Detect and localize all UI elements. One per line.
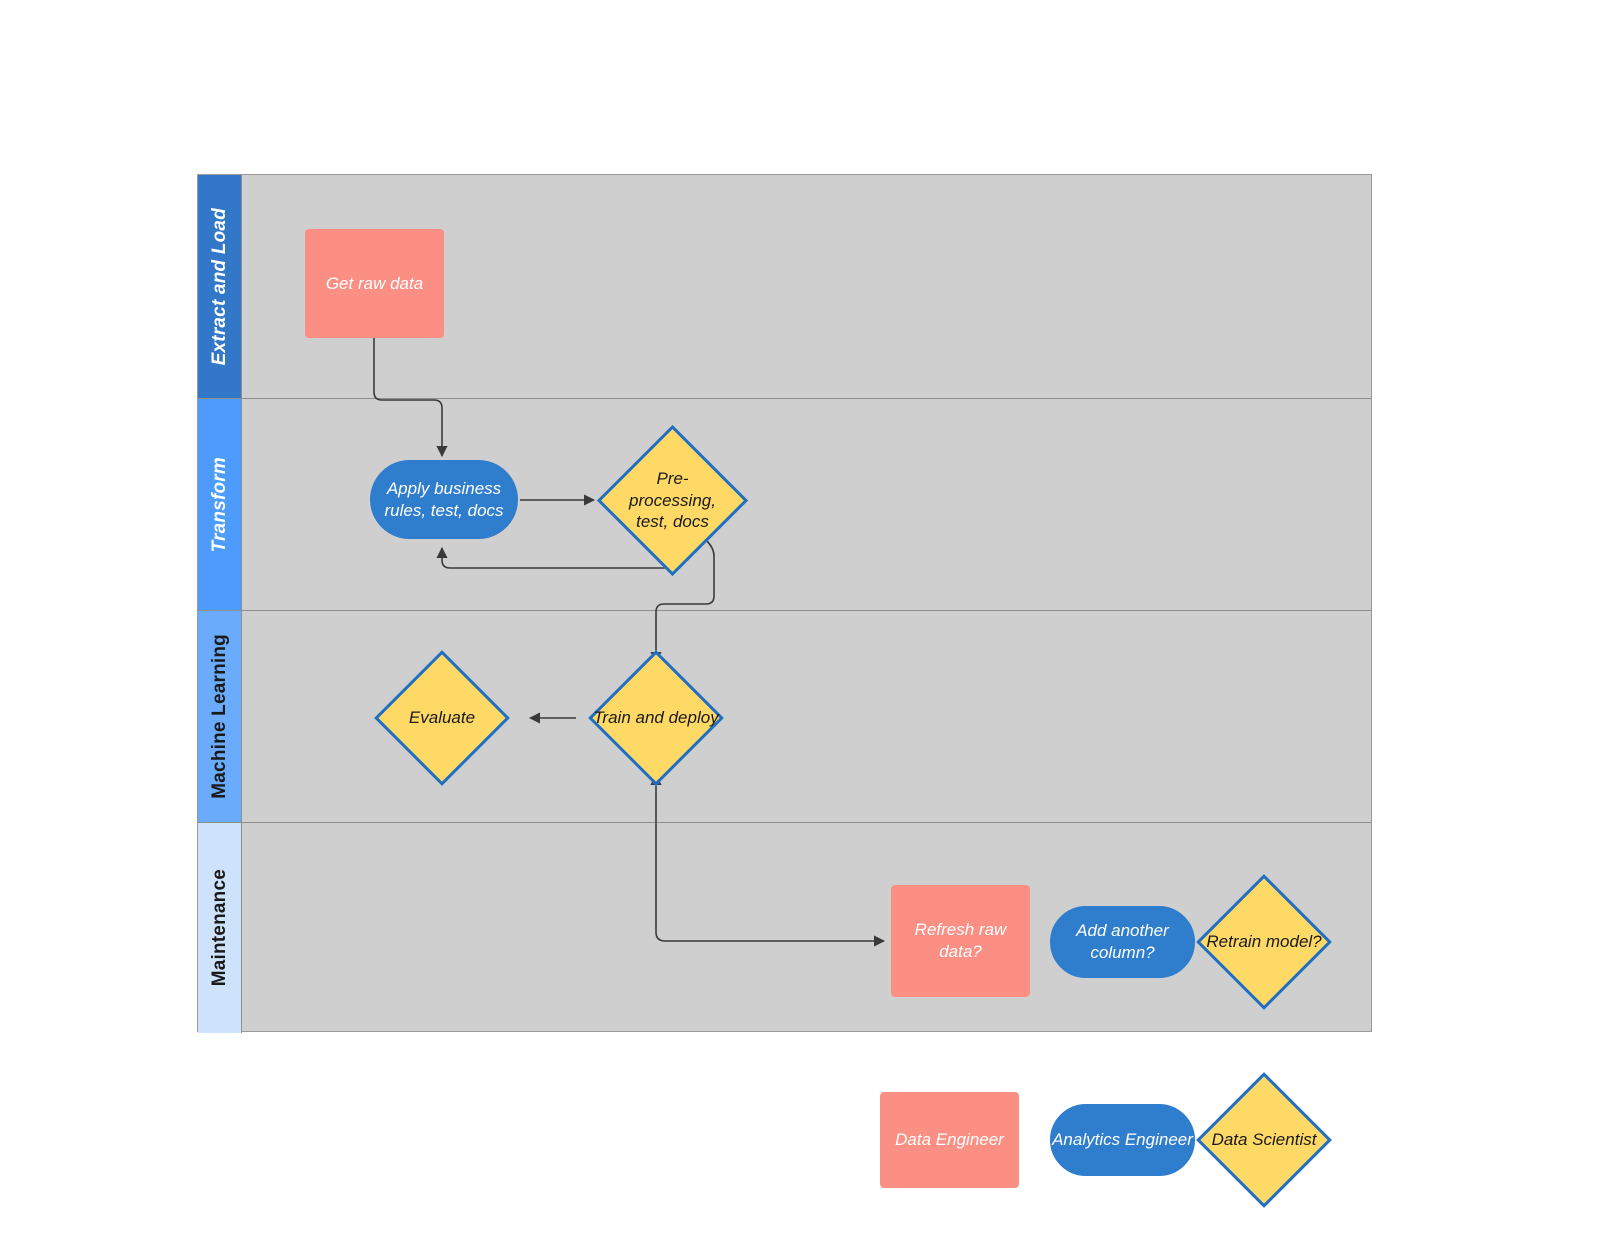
node-evaluate[interactable]: Evaluate bbox=[374, 650, 510, 786]
lane-transform: Transform bbox=[198, 399, 1371, 611]
lane-label-extract-and-load: Extract and Load bbox=[208, 207, 230, 366]
legend-item-analytics-engineer: Analytics Engineer bbox=[1050, 1104, 1195, 1176]
retrain-model-diamond-shape bbox=[1196, 874, 1332, 1010]
node-label-refresh-raw-data: Refresh raw data? bbox=[914, 920, 1007, 961]
node-get-raw-data[interactable]: Get raw data bbox=[305, 229, 444, 338]
train-and-deploy-diamond-shape bbox=[588, 650, 724, 786]
lane-label-transform: Transform bbox=[208, 456, 230, 553]
lane-maintenance: Maintenance bbox=[198, 823, 1371, 1033]
legend: Data Engineer Analytics Engineer Data Sc… bbox=[880, 1072, 1360, 1208]
lane-header-machine-learning[interactable]: Machine Learning bbox=[198, 611, 242, 822]
node-refresh-raw-data[interactable]: Refresh raw data? bbox=[891, 885, 1030, 997]
node-label-get-raw-data: Get raw data bbox=[325, 273, 424, 293]
legend-item-data-scientist: Data Scientist bbox=[1196, 1072, 1332, 1208]
node-add-another-column[interactable]: Add another column? bbox=[1050, 906, 1195, 978]
node-label-apply-business-rules: Apply business rules, test, docs bbox=[384, 478, 504, 520]
evaluate-diamond-shape bbox=[374, 650, 510, 786]
legend-label-data-engineer: Data Engineer bbox=[895, 1130, 1004, 1150]
node-apply-business-rules[interactable]: Apply business rules, test, docs bbox=[370, 460, 518, 539]
lane-label-machine-learning: Machine Learning bbox=[208, 634, 230, 799]
node-retrain-model[interactable]: Retrain model? bbox=[1196, 874, 1332, 1010]
lane-header-extract-and-load[interactable]: Extract and Load bbox=[198, 175, 242, 398]
lane-extract-and-load: Extract and Load bbox=[198, 175, 1371, 399]
lane-header-maintenance[interactable]: Maintenance bbox=[198, 823, 242, 1033]
lane-header-transform[interactable]: Transform bbox=[198, 399, 242, 610]
lane-label-maintenance: Maintenance bbox=[208, 869, 230, 987]
pre-processing-diamond-shape bbox=[596, 424, 749, 577]
node-train-and-deploy[interactable]: Train and deploy bbox=[588, 650, 724, 786]
node-pre-processing[interactable]: Pre-processing, test, docs bbox=[596, 424, 749, 577]
node-label-add-another-column: Add another column? bbox=[1076, 921, 1169, 962]
legend-item-data-engineer: Data Engineer bbox=[880, 1092, 1019, 1188]
legend-label-analytics-engineer: Analytics Engineer bbox=[1052, 1130, 1193, 1150]
legend-label-data-scientist: Data Scientist bbox=[1211, 1130, 1317, 1150]
